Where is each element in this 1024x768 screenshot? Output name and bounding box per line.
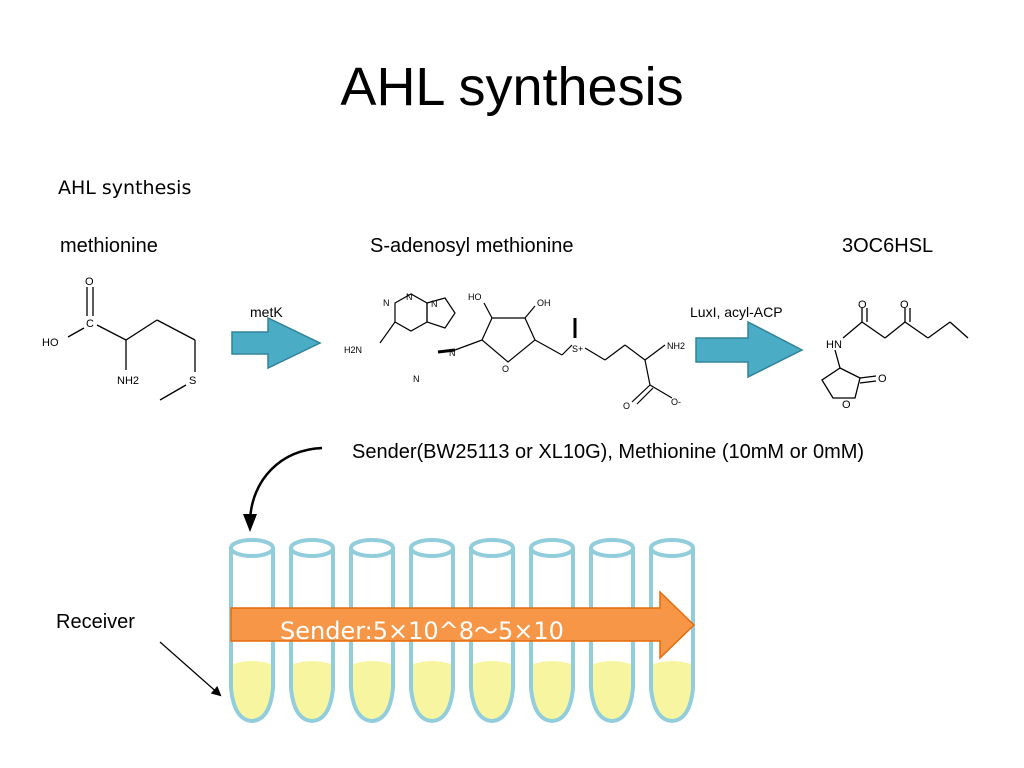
methionine-atoms: O HO C NH2 S: [42, 276, 196, 387]
tube-rim: [649, 538, 695, 558]
curved-arrow: [248, 446, 323, 521]
tube-body: [289, 548, 335, 724]
test-tube: [289, 538, 335, 724]
test-tube: [469, 538, 515, 724]
test-tube: [529, 538, 575, 724]
methionine-structure: [67, 287, 196, 401]
tube-liquid: [233, 661, 271, 720]
test-tube: [349, 538, 395, 724]
sender-range-arrow: [230, 590, 696, 660]
atom-label: O: [858, 299, 867, 311]
atom-label: NH2: [117, 375, 139, 387]
atom-label: N: [431, 299, 438, 309]
compound-label-3oc6hsl: 3OC6HSL: [842, 235, 934, 257]
test-tube: [229, 538, 275, 724]
atom-label: C: [86, 318, 94, 330]
slide-title: AHL synthesis: [340, 57, 684, 117]
tube-liquid: [353, 661, 391, 720]
atom-label: O: [878, 373, 887, 385]
tube-liquid: [293, 661, 331, 720]
reaction-arrow-metk: [231, 316, 322, 370]
sender-condition-label: Sender(BW25113 or XL10G), Methionine (10…: [352, 441, 865, 463]
atom-label: O: [502, 364, 509, 374]
tube-body: [649, 548, 695, 724]
atom-label: N: [413, 374, 420, 384]
tube-liquid: [473, 661, 511, 720]
enzyme-label-metk: metK: [250, 304, 283, 320]
atom-label: S: [189, 375, 196, 387]
atom-label: HO: [468, 292, 482, 302]
enzyme-label-luxi: LuxI, acyl-ACP: [690, 304, 783, 320]
test-tube: [409, 538, 455, 724]
curved-arrow-head: [243, 514, 257, 532]
compound-label-methionine: methionine: [60, 235, 158, 257]
tube-rim: [469, 538, 515, 558]
sam-structure: [379, 293, 673, 405]
reaction-arrow-luxi: [695, 320, 804, 379]
tube-rim: [289, 538, 335, 558]
atom-label: O: [900, 299, 909, 311]
test-tubes: [229, 538, 695, 724]
tube-body: [529, 548, 575, 724]
atom-label: HO: [42, 337, 59, 349]
tube-body: [229, 548, 275, 724]
tube-liquid: [653, 661, 691, 720]
tube-rim: [349, 538, 395, 558]
3oc6hsl-structure: [821, 308, 969, 399]
3oc6hsl-atoms: O O HN O O: [826, 299, 909, 411]
wedge-bond: [437, 348, 456, 354]
tube-body: [409, 548, 455, 724]
atom-label: H2N: [344, 345, 362, 355]
tube-rim: [409, 538, 455, 558]
atom-label: NH2: [667, 341, 685, 351]
sender-range-label: Sender:5×10^8〜5×10: [280, 617, 564, 645]
atom-label: O-: [671, 397, 681, 407]
test-tube: [649, 538, 695, 724]
section-subtitle: AHL synthesis: [58, 177, 192, 199]
tube-body: [349, 548, 395, 724]
atom-label: O: [85, 276, 94, 288]
tube-liquid: [593, 661, 631, 720]
receiver-label: Receiver: [56, 611, 135, 633]
atom-label: HN: [826, 339, 842, 351]
tube-rim: [589, 538, 635, 558]
compound-label-sam: S-adenosyl methionine: [370, 235, 574, 257]
tube-rim: [529, 538, 575, 558]
tube-liquid: [533, 661, 571, 720]
atom-label: N: [406, 292, 413, 302]
atom-label: OH: [537, 298, 551, 308]
receiver-pointer: [159, 641, 222, 697]
tube-rim: [229, 538, 275, 558]
tube-body: [589, 548, 635, 724]
atom-label: N: [449, 348, 456, 358]
atom-label: O: [842, 399, 851, 411]
sam-atoms: N N N N N H2N HO OH O S+ NH2 O O-: [344, 292, 685, 411]
atom-label: S+: [572, 344, 583, 354]
atom-label: N: [383, 298, 390, 308]
test-tube: [589, 538, 635, 724]
atom-label: O: [623, 401, 630, 411]
tube-body: [469, 548, 515, 724]
tube-liquid: [413, 661, 451, 720]
